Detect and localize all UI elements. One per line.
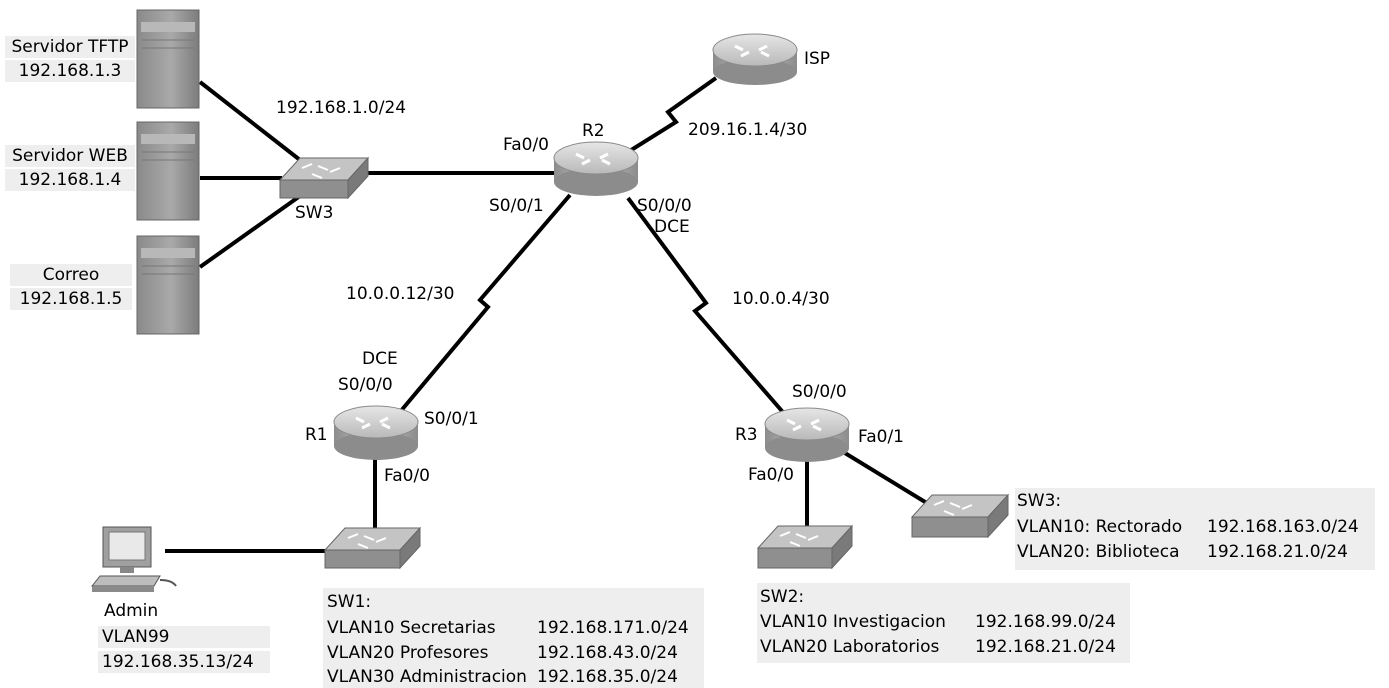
tftp-server-name: Servidor TFTP — [5, 36, 135, 58]
r1-s000-label: S0/0/0 — [338, 375, 393, 395]
sw1-vlan-row: VLAN30 Administracion 192.168.35.0/24 — [327, 666, 678, 688]
admin-label: Admin — [104, 601, 159, 621]
web-server-ip: 192.168.1.4 — [5, 169, 135, 191]
r3-fa01-label: Fa0/1 — [858, 427, 904, 447]
vlan-network: 192.168.43.0/24 — [537, 643, 678, 663]
vlan-name: VLAN30 Administracion — [327, 667, 527, 687]
server-icon-mail[interactable] — [136, 235, 200, 335]
r3-fa00-label: Fa0/0 — [748, 465, 794, 485]
vlan-network: 192.168.21.0/24 — [1207, 542, 1348, 562]
vlan-name: VLAN20 Profesores — [327, 643, 489, 663]
vlan-name: VLAN10 Secretarias — [327, 618, 496, 638]
r1-s001-label: S0/0/1 — [424, 409, 479, 429]
server-lan-network: 192.168.1.0/24 — [276, 98, 407, 118]
r2-s001-label: S0/0/1 — [489, 196, 544, 216]
vlan-network: 192.168.21.0/24 — [975, 637, 1116, 657]
switch-icon-sw3-right[interactable] — [910, 493, 1010, 539]
r2-r3-link-network: 10.0.0.4/30 — [732, 289, 830, 309]
r2-dce-label: DCE — [654, 217, 690, 237]
sw3-top-label: SW3 — [295, 203, 334, 223]
vlan-name: VLAN20 Laboratorios — [760, 637, 940, 657]
pc-icon-admin[interactable] — [90, 526, 177, 592]
web-server-name: Servidor WEB — [5, 145, 135, 167]
sw1-vlan-row: VLAN10 Secretarias 192.168.171.0/24 — [327, 617, 689, 639]
r1-dce-label: DCE — [362, 349, 398, 369]
r2-fa00-label: Fa0/0 — [503, 135, 549, 155]
r3-label: R3 — [735, 425, 758, 445]
serial-links — [398, 76, 790, 420]
sw3-info-box — [1015, 488, 1375, 570]
vlan-name: VLAN10 Investigacion — [760, 612, 946, 632]
sw1-title: SW1: — [327, 592, 372, 612]
admin-ip: 192.168.35.13/24 — [98, 651, 270, 673]
server-icon-web[interactable] — [136, 121, 200, 221]
r1-fa00-label: Fa0/0 — [384, 466, 430, 486]
vlan-name: VLAN20: Biblioteca — [1017, 542, 1180, 562]
isp-link-network: 209.16.1.4/30 — [688, 120, 808, 140]
switch-icon-sw3-top[interactable] — [278, 156, 370, 200]
sw3-title: SW3: — [1017, 491, 1062, 511]
isp-label: ISP — [804, 49, 831, 69]
router-icon-r3[interactable] — [764, 407, 850, 462]
switch-icon-sw1[interactable] — [323, 526, 422, 570]
serial-r2-isp — [626, 76, 718, 154]
ethernet-links — [165, 80, 932, 553]
tftp-server-ip: 192.168.1.3 — [5, 60, 135, 82]
router-icon-r1[interactable] — [333, 405, 419, 460]
server-icon-tftp[interactable] — [136, 9, 200, 109]
admin-vlan: VLAN99 — [98, 626, 270, 648]
sw2-vlan-row: VLAN20 Laboratorios 192.168.21.0/24 — [760, 636, 1116, 658]
sw1-vlan-row: VLAN20 Profesores 192.168.43.0/24 — [327, 642, 678, 664]
r2-label: R2 — [582, 121, 605, 141]
mail-server-ip: 192.168.1.5 — [10, 288, 132, 310]
link-mail-sw3 — [198, 194, 302, 269]
vlan-name: VLAN10: Rectorado — [1017, 517, 1183, 537]
r1-r2-link-network: 10.0.0.12/30 — [346, 284, 455, 304]
r1-label: R1 — [305, 425, 328, 445]
link-r3-sw3 — [838, 448, 932, 507]
router-icon-r2[interactable] — [553, 141, 639, 196]
sw1-info-box — [323, 588, 704, 688]
sw2-info-box — [757, 583, 1130, 663]
r3-s000-label: S0/0/0 — [792, 382, 847, 402]
link-tftp-sw3 — [198, 80, 302, 162]
vlan-network: 192.168.99.0/24 — [975, 612, 1116, 632]
serial-r2-r1 — [398, 193, 572, 414]
router-icon-isp[interactable] — [712, 33, 798, 85]
sw2-vlan-row: VLAN10 Investigacion 192.168.99.0/24 — [760, 611, 1116, 633]
serial-r2-r3 — [626, 196, 790, 420]
r2-s000-label: S0/0/0 — [637, 196, 692, 216]
vlan-network: 192.168.171.0/24 — [537, 618, 689, 638]
vlan-network: 192.168.35.0/24 — [537, 667, 678, 687]
sw2-title: SW2: — [760, 587, 805, 607]
vlan-network: 192.168.163.0/24 — [1207, 517, 1359, 537]
switch-icon-sw2[interactable] — [756, 524, 854, 570]
sw3-vlan-row: VLAN10: Rectorado 192.168.163.0/24 — [1017, 516, 1359, 538]
sw3-vlan-row: VLAN20: Biblioteca 192.168.21.0/24 — [1017, 541, 1348, 563]
mail-server-name: Correo — [10, 264, 132, 286]
